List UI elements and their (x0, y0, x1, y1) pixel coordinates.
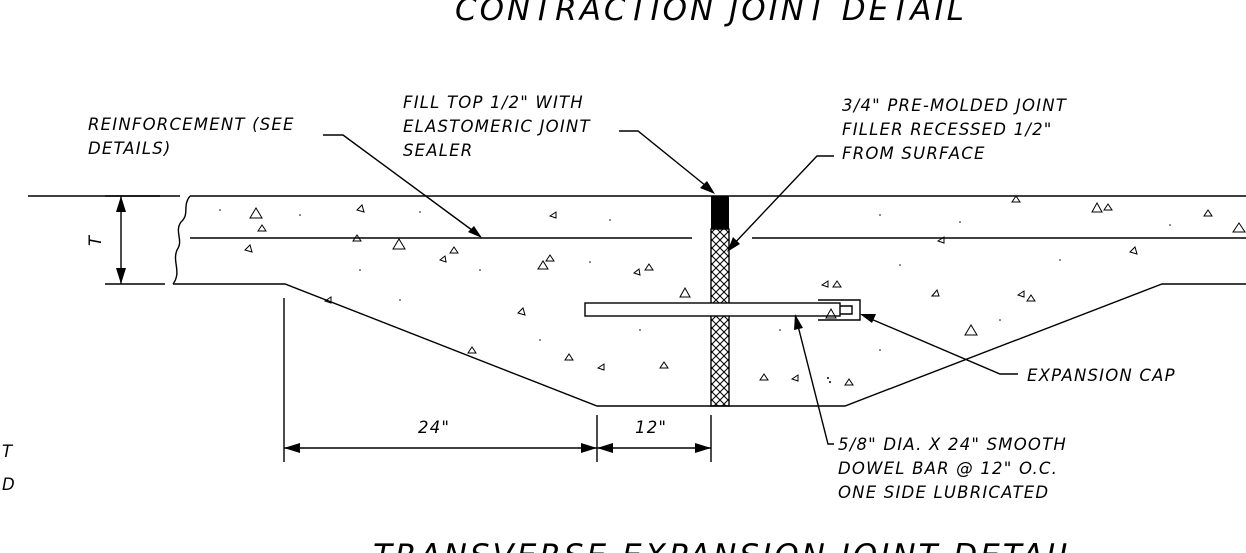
svg-text:FILL TOP 1/2" WITH: FILL TOP 1/2" WITH (403, 93, 584, 112)
slab-bottom-profile (173, 283, 1246, 407)
elastomeric-sealer (711, 196, 729, 229)
sealer-callout: FILL TOP 1/2" WITH ELASTOMERIC JOINT SEA… (403, 93, 715, 194)
svg-text:FROM SURFACE: FROM SURFACE (842, 144, 986, 163)
side-fragment-1: T (2, 442, 14, 461)
svg-text:REINFORCEMENT (SEE: REINFORCEMENT (SEE (88, 115, 295, 134)
expansion-cap-callout: EXPANSION CAP (860, 314, 1176, 385)
svg-text:FILLER RECESSED 1/2": FILLER RECESSED 1/2" (842, 120, 1053, 139)
aggregate-symbols (244, 195, 1246, 386)
taper-width-label: 24" (418, 418, 450, 437)
joint-filler (710, 228, 730, 407)
contraction-joint-title: CONTRACTION JOINT DETAIL (455, 0, 967, 28)
expansion-joint-title: TRANSVERSE EXPANSION JOINT DETAIL (373, 538, 1078, 553)
svg-text:3/4" PRE-MOLDED JOINT: 3/4" PRE-MOLDED JOINT (842, 96, 1068, 115)
reinforcement-callout: REINFORCEMENT (SEE DETAILS) (88, 115, 482, 238)
thickness-label: T (86, 234, 105, 246)
dowel-bar (584, 302, 841, 317)
svg-text:SEALER: SEALER (403, 141, 473, 160)
dowel-half-label: 12" (635, 418, 667, 437)
svg-text:5/8" DIA. X 24" SMOOTH: 5/8" DIA. X 24" SMOOTH (838, 435, 1067, 454)
side-fragment-2: D (2, 475, 16, 494)
bottom-dimensions: 24" 12" (283, 298, 712, 462)
thickness-dimension: T (86, 195, 160, 284)
svg-text:ELASTOMERIC JOINT: ELASTOMERIC JOINT (403, 117, 591, 136)
svg-text:ONE SIDE LUBRICATED: ONE SIDE LUBRICATED (838, 483, 1049, 502)
svg-text:DOWEL BAR @ 12" O.C.: DOWEL BAR @ 12" O.C. (838, 459, 1058, 478)
filler-callout: 3/4" PRE-MOLDED JOINT FILLER RECESSED 1/… (727, 96, 1068, 252)
dowel-callout: 5/8" DIA. X 24" SMOOTH DOWEL BAR @ 12" O… (794, 314, 1067, 502)
concrete-stipple (219, 209, 1171, 383)
expansion-cap (818, 299, 861, 321)
svg-text:EXPANSION CAP: EXPANSION CAP (1027, 366, 1176, 385)
svg-text:DETAILS): DETAILS) (88, 139, 172, 158)
